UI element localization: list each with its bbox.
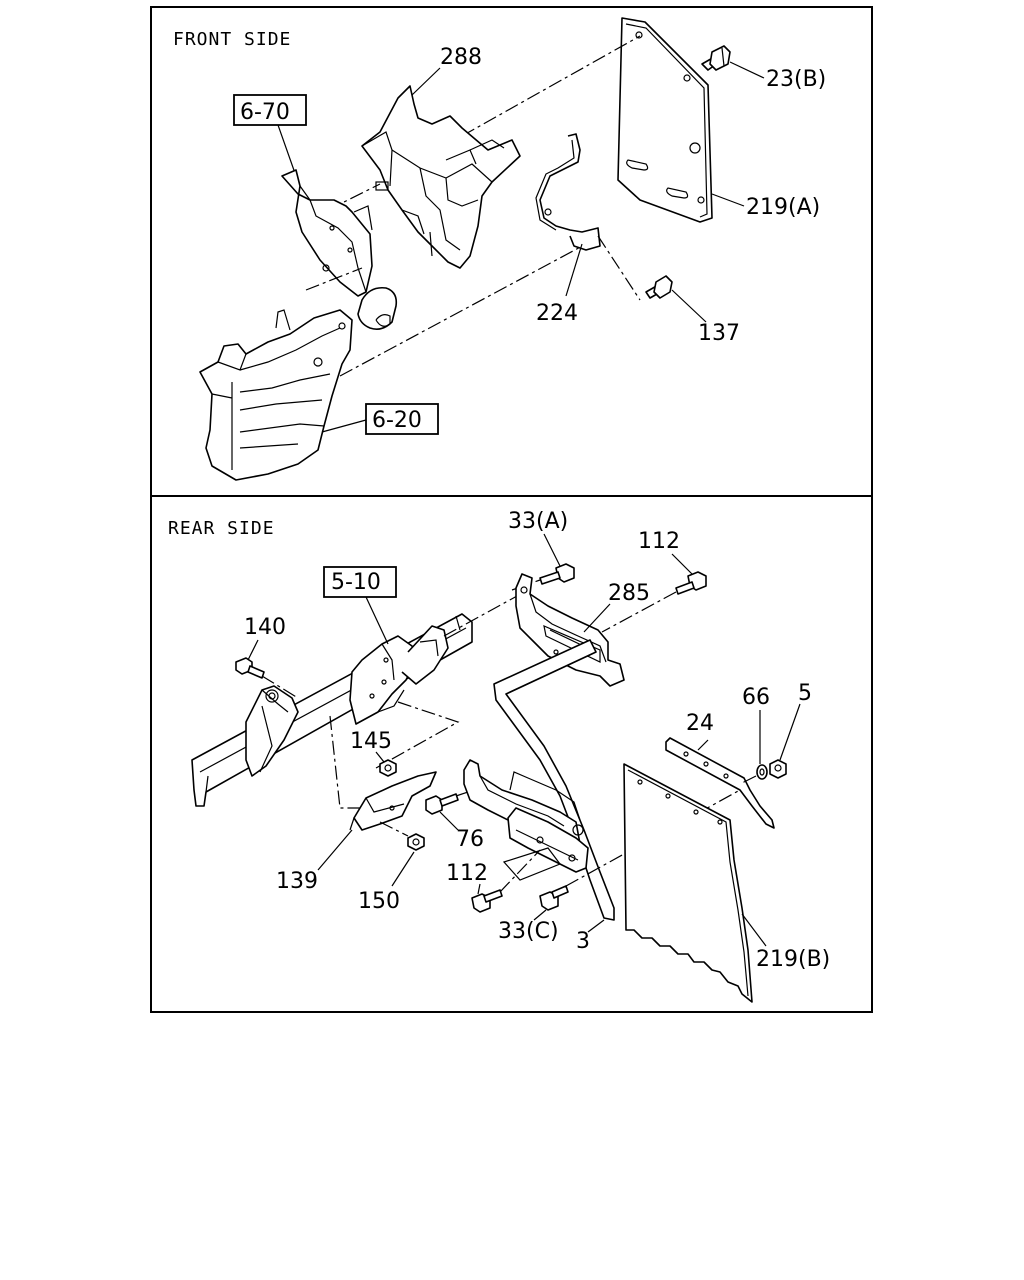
bolt-112-bottom [471,889,503,913]
label-139: 139 [276,869,318,894]
front-side-title: FRONT SIDE [173,29,291,50]
label-24: 24 [686,711,714,736]
rear-hanger-bracket [245,685,299,777]
guide-5-strip [739,775,757,785]
guide-112-bottom [499,849,541,893]
label-33a: 33(A) [508,509,568,534]
leader-145 [375,751,385,763]
guide-112-top [601,591,677,633]
front-bracket-288 [361,85,521,269]
guide-139-150 [379,821,409,837]
leader-24 [697,739,709,751]
label-76: 76 [456,827,484,852]
nut-150 [407,833,425,851]
rear-bracket-5-10 [349,625,449,725]
label-224: 224 [536,301,578,326]
leader-285 [583,603,611,633]
bolt-76 [425,793,459,815]
leader-112-bottom [477,883,481,895]
leader-139 [317,829,353,871]
leader-288 [411,67,441,96]
label-6-20: 6-20 [372,408,422,433]
bolt-140 [235,657,265,679]
washer-66 [756,764,768,780]
label-5: 5 [798,681,812,706]
guide-224-137 [597,235,641,301]
ref-box-6-20 [365,403,439,435]
label-145: 145 [350,729,392,754]
front-mud-flap [617,17,713,223]
rear-flap-strip-24 [665,737,775,829]
rear-bracket-3 [463,759,589,873]
leader-140 [247,639,259,661]
guide-140 [261,675,299,699]
leader-6-20 [321,419,367,433]
rear-bracket-139 [349,771,437,831]
label-23b: 23(B) [766,67,826,92]
front-step-bracket [199,309,353,481]
rear-mud-flap [623,763,753,1003]
rear-side-title: REAR SIDE [168,518,275,539]
guide-510-285 [443,589,529,637]
front-stay-224 [535,133,601,251]
ref-box-6-70 [233,94,307,126]
guide-510-139 [375,701,460,769]
leader-5 [779,703,801,761]
leader-23b [729,61,765,79]
bolt-137 [645,275,673,299]
label-219a: 219(A) [746,195,820,220]
leader-224 [565,243,583,297]
guide-frame-bracket [305,267,363,291]
label-150: 150 [358,889,400,914]
guide-rail-139 [329,715,362,809]
bolt-112-top [675,571,707,595]
leader-219a [711,193,745,207]
bolt-33a [539,563,575,585]
leader-33a [543,533,561,567]
leader-3 [587,919,605,933]
leader-137 [671,289,707,323]
label-140: 140 [244,615,286,640]
guide-33c-flap [565,789,741,887]
label-288: 288 [440,45,482,70]
leader-219b [741,913,767,947]
label-137: 137 [698,321,740,346]
front-frame-bracket [281,169,398,330]
rear-backing-plate [502,847,561,881]
leader-6-70 [277,124,297,177]
label-112-top: 112 [638,529,680,554]
leader-33c [533,909,547,921]
diagram-frame [150,6,873,1013]
label-66: 66 [742,685,770,710]
bolt-23b [701,45,731,71]
nut-5 [769,759,787,779]
leader-76 [439,811,459,831]
guide-288-flap [461,35,641,137]
bolt-33c [539,885,569,911]
leader-5-10 [365,596,389,645]
nut-145 [379,759,397,777]
label-112-bottom: 112 [446,861,488,886]
rear-bracket-285 [515,573,625,687]
guide-frame-224 [339,243,587,377]
label-285: 285 [608,581,650,606]
leader-112-top [671,553,693,575]
label-33c: 33(C) [498,919,559,944]
leader-150 [391,851,415,887]
label-5-10: 5-10 [331,570,381,595]
label-219b: 219(B) [756,947,830,972]
ref-box-5-10 [323,566,397,598]
label-6-70: 6-70 [240,100,290,125]
label-3: 3 [576,929,590,954]
